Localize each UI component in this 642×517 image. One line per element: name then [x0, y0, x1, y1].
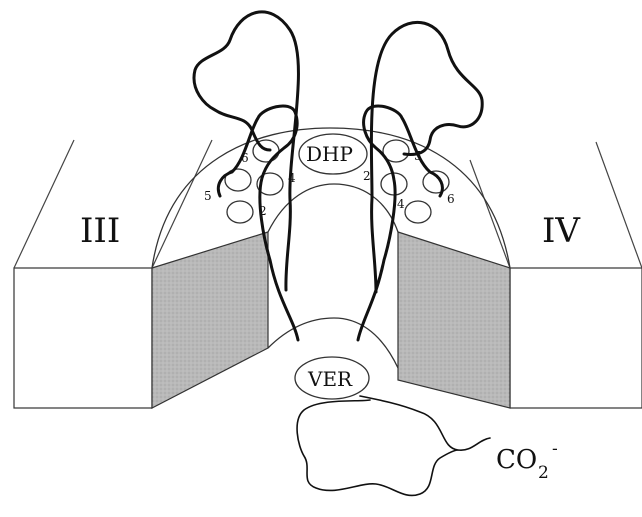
helix-number-left-2: 2	[259, 204, 267, 218]
helix-number-right-2: 2	[363, 169, 371, 183]
ver-label: VER	[307, 367, 353, 391]
domain-iv-label: IV	[542, 211, 581, 251]
domain-iii-block	[14, 140, 268, 408]
svg-text:2: 2	[538, 463, 549, 483]
domain-iv-block	[398, 142, 642, 408]
helix-number-left-4: 4	[288, 171, 296, 185]
svg-text:CO: CO	[496, 445, 537, 475]
helix-number-right-6: 6	[447, 192, 455, 206]
domain-iii-label: III	[80, 211, 120, 251]
domain-iv-shaded-face	[398, 232, 510, 408]
svg-text:-: -	[552, 439, 558, 459]
helix-number-right-5: 5	[414, 149, 422, 163]
helix-number-left-6: 6	[241, 151, 249, 165]
inner-arch	[268, 184, 398, 232]
dhp-label: DHP	[306, 142, 353, 166]
domain-iii-shaded-face	[152, 232, 268, 408]
ver-molecule-outline	[297, 396, 490, 495]
carboxylate-label: CO 2 -	[496, 439, 558, 483]
helix-circles-left	[225, 140, 283, 223]
helix-number-left-5: 5	[204, 189, 212, 203]
helix-number-right-4: 4	[397, 197, 405, 211]
